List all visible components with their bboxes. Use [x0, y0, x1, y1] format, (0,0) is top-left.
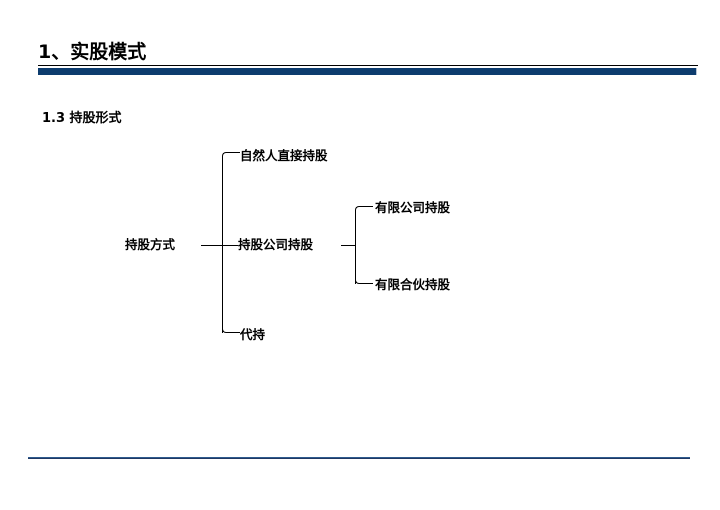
holding-company-connector-line	[341, 245, 355, 246]
title-block: 1、实股模式	[38, 40, 698, 76]
bracket1-spine	[222, 156, 223, 333]
footer-divider	[28, 457, 690, 459]
diagram-node-holding-company: 持股公司持股	[238, 237, 314, 252]
bracket1-bottom-lead	[231, 332, 240, 333]
title-underline	[38, 65, 698, 66]
bracket1-middle-lead	[222, 245, 238, 246]
diagram-node-natural-person: 自然人直接持股	[240, 148, 328, 163]
diagram-node-nominee: 代持	[240, 327, 266, 342]
bracket2-bottom-lead	[364, 283, 373, 284]
bracket1-top-corner	[222, 152, 232, 157]
diagram-root-label: 持股方式	[125, 237, 176, 252]
title-accent-bar	[38, 68, 697, 75]
bracket1-bottom-corner	[222, 328, 232, 333]
bracket2-top-lead	[364, 206, 373, 207]
page-title: 1、实股模式	[38, 41, 147, 63]
diagram-node-limited-partnership: 有限合伙持股	[375, 277, 451, 292]
bracket2-bottom-corner	[355, 279, 365, 284]
bracket2-spine	[355, 210, 356, 284]
root-connector-line	[201, 245, 222, 246]
bracket2-top-corner	[355, 206, 365, 211]
section-subtitle: 1.3 持股形式	[42, 111, 122, 126]
diagram-node-limited-company: 有限公司持股	[375, 200, 451, 215]
bracket1-top-lead	[231, 152, 240, 153]
